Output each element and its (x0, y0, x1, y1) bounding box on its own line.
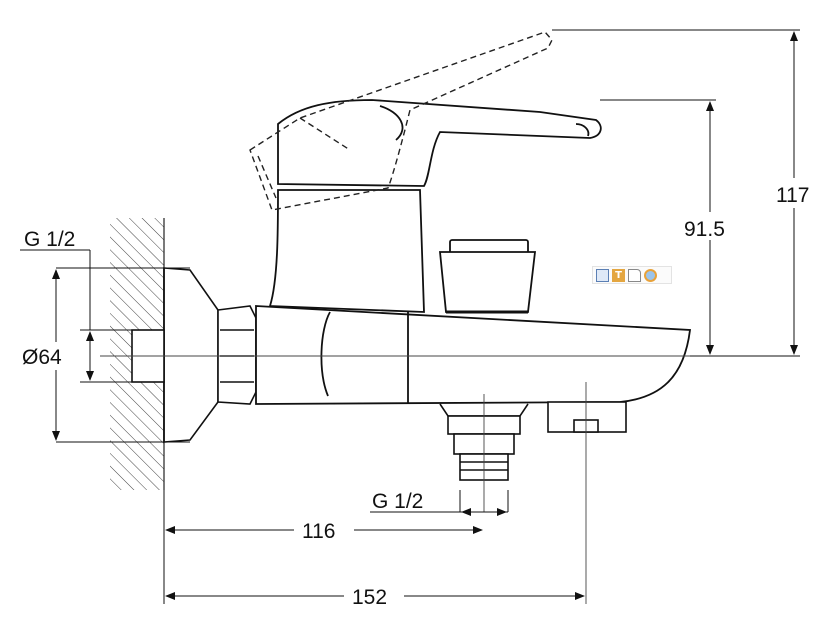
document-icon[interactable] (628, 268, 641, 282)
lever-open-dashed (249, 31, 553, 211)
valve-column (268, 189, 425, 313)
dim-connection-bottom-label: G 1/2 (372, 490, 423, 513)
copy-icon[interactable] (596, 268, 609, 282)
cloud-icon[interactable] (644, 268, 657, 282)
diverter-knob (439, 239, 537, 314)
dim-diameter-label: Ø64 (22, 346, 62, 369)
center-lines (100, 355, 690, 604)
dim-horizontal-inner-label: 116 (302, 520, 335, 543)
floating-toolbar: T (592, 266, 672, 284)
dim-horizontal-outer-label: 152 (352, 586, 387, 609)
dim-connection-top-label: G 1/2 (24, 228, 75, 251)
wall-rosette (163, 267, 219, 443)
spout-aerator (547, 401, 627, 433)
dim-height-lever-label: 91.5 (684, 218, 725, 241)
text-icon[interactable]: T (612, 268, 625, 282)
lever-closed (277, 99, 602, 187)
hex-nut (217, 305, 257, 405)
dim-height-total-label: 117 (776, 184, 809, 207)
faucet-body (255, 305, 692, 405)
